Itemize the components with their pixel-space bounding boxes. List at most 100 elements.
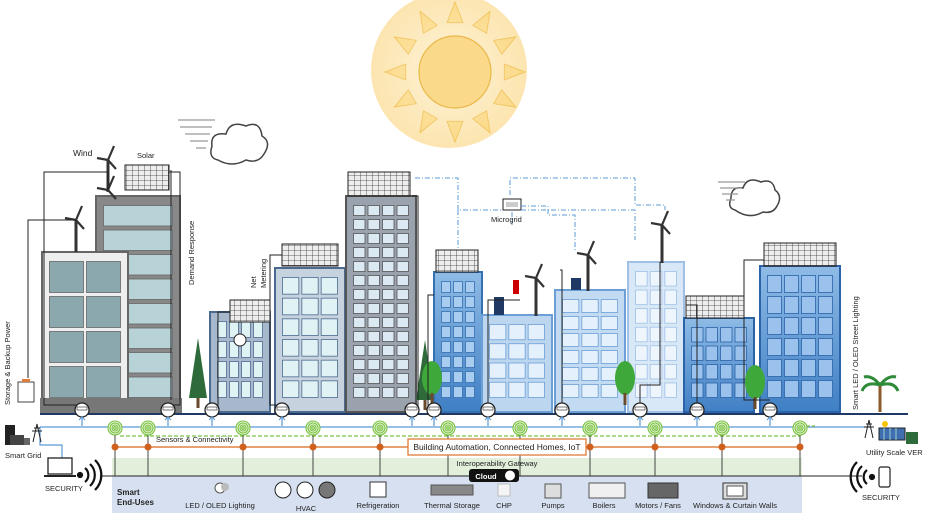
solar-panel-icon xyxy=(281,243,339,267)
solar-panel-icon xyxy=(229,299,271,323)
automation-node xyxy=(796,443,804,451)
palm-tree-icon xyxy=(860,375,900,412)
power-line xyxy=(168,171,181,406)
sensor-icon xyxy=(372,420,388,436)
power-line xyxy=(27,219,76,378)
net-metering-label: Net xyxy=(249,275,258,288)
cloud-icon xyxy=(718,179,781,217)
solar-panel-icon xyxy=(685,295,745,319)
smart-meter-icon xyxy=(274,402,290,426)
building xyxy=(554,289,626,413)
net-metering-label: Metering xyxy=(259,259,268,288)
building xyxy=(345,195,417,413)
building xyxy=(209,311,271,413)
sensor-icon xyxy=(582,420,598,436)
building xyxy=(481,314,553,413)
power-line xyxy=(560,269,563,405)
power-line xyxy=(269,254,282,406)
building xyxy=(627,261,685,413)
automation-node xyxy=(239,443,247,451)
wireless-signal-icon xyxy=(76,459,103,491)
solar-panel-icon xyxy=(347,171,411,197)
power-line xyxy=(43,171,109,406)
solar-label: Solar xyxy=(137,151,155,160)
tree-icon xyxy=(615,361,635,405)
end-use-label: Refrigeration xyxy=(357,501,400,510)
refrigeration-icon xyxy=(369,481,387,498)
end-use-label: Thermal Storage xyxy=(424,501,480,510)
laptop-icon xyxy=(44,457,76,477)
cloud-icon xyxy=(172,110,272,172)
end-use-label: Windows & Curtain Walls xyxy=(693,501,777,510)
sun-icon xyxy=(371,0,527,148)
smart-meter-icon xyxy=(689,402,705,426)
automation-node xyxy=(111,443,119,451)
sensor-icon xyxy=(512,420,528,436)
smart-meter-icon xyxy=(74,402,90,426)
wind-turbine-icon xyxy=(524,263,545,316)
chimney xyxy=(571,278,581,290)
solar-panel-icon xyxy=(124,164,170,191)
smart-meter-icon xyxy=(160,402,176,426)
microgrid-icon xyxy=(502,198,522,211)
wind-label: Wind xyxy=(73,148,93,158)
wind-turbine-icon xyxy=(650,210,671,263)
motor-icon xyxy=(647,482,679,499)
power-line xyxy=(639,262,661,405)
power-plant-icon xyxy=(5,425,30,445)
sensor-icon xyxy=(714,420,730,436)
chimney xyxy=(494,297,504,315)
building-automation-label: Building Automation, Connected Homes, Io… xyxy=(413,442,580,452)
tree-icon xyxy=(189,338,207,408)
automation-node xyxy=(144,443,152,451)
sensor-icon xyxy=(107,420,123,436)
building xyxy=(433,271,483,413)
smart-meter-icon xyxy=(762,402,778,426)
cloud-label: Cloud xyxy=(475,472,497,481)
smart-meter-icon xyxy=(554,402,570,426)
smart-meter-icon xyxy=(204,402,220,426)
storage-battery-icon xyxy=(17,379,35,403)
end-use-label: CHP xyxy=(496,501,512,510)
microgrid-label: Microgrid xyxy=(491,215,522,224)
sensor-icon xyxy=(140,420,156,436)
hvac-icon xyxy=(274,481,336,499)
wind-turbine-icon xyxy=(96,145,117,192)
power-line xyxy=(686,304,698,405)
building-automation-box xyxy=(407,438,587,456)
automation-node xyxy=(718,443,726,451)
sensor-icon xyxy=(792,420,808,436)
end-use-label: Pumps xyxy=(541,501,565,510)
wind-turbine-icon xyxy=(64,205,85,252)
lightbulb-icon xyxy=(233,333,247,347)
building xyxy=(759,265,841,413)
beacon xyxy=(513,280,519,294)
building xyxy=(41,251,129,413)
sensor-icon xyxy=(235,420,251,436)
end-use-label: HVAC xyxy=(296,504,317,513)
end-use-label: Boilers xyxy=(593,501,616,510)
transmission-tower-icon xyxy=(32,423,42,443)
security-right-label: SECURITY xyxy=(862,493,900,502)
smart-grid-label: Smart Grid xyxy=(5,451,41,460)
automation-node xyxy=(376,443,384,451)
interoperability-gateway-label: Interoperability Gateway xyxy=(457,459,538,468)
pump-icon xyxy=(544,483,562,499)
sensor-icon xyxy=(305,420,321,436)
power-line xyxy=(487,299,520,405)
cloud-toggle[interactable]: Cloud xyxy=(469,469,519,482)
tree-icon xyxy=(422,361,442,405)
building xyxy=(274,267,346,413)
smartphone-icon xyxy=(878,466,891,488)
sensors-label: Sensors & Connectivity xyxy=(156,435,234,444)
solar-panel-icon xyxy=(763,242,837,267)
utility-solar-icon xyxy=(878,421,918,444)
utility-scale-label: Utility Scale VER xyxy=(866,448,923,457)
smart-meter-icon xyxy=(404,402,420,426)
sensor-icon xyxy=(440,420,456,436)
window-icon xyxy=(722,482,748,500)
demand-response-label: Demand Response xyxy=(187,221,196,285)
tree-icon xyxy=(745,365,765,409)
wind-turbine-icon xyxy=(576,240,597,291)
